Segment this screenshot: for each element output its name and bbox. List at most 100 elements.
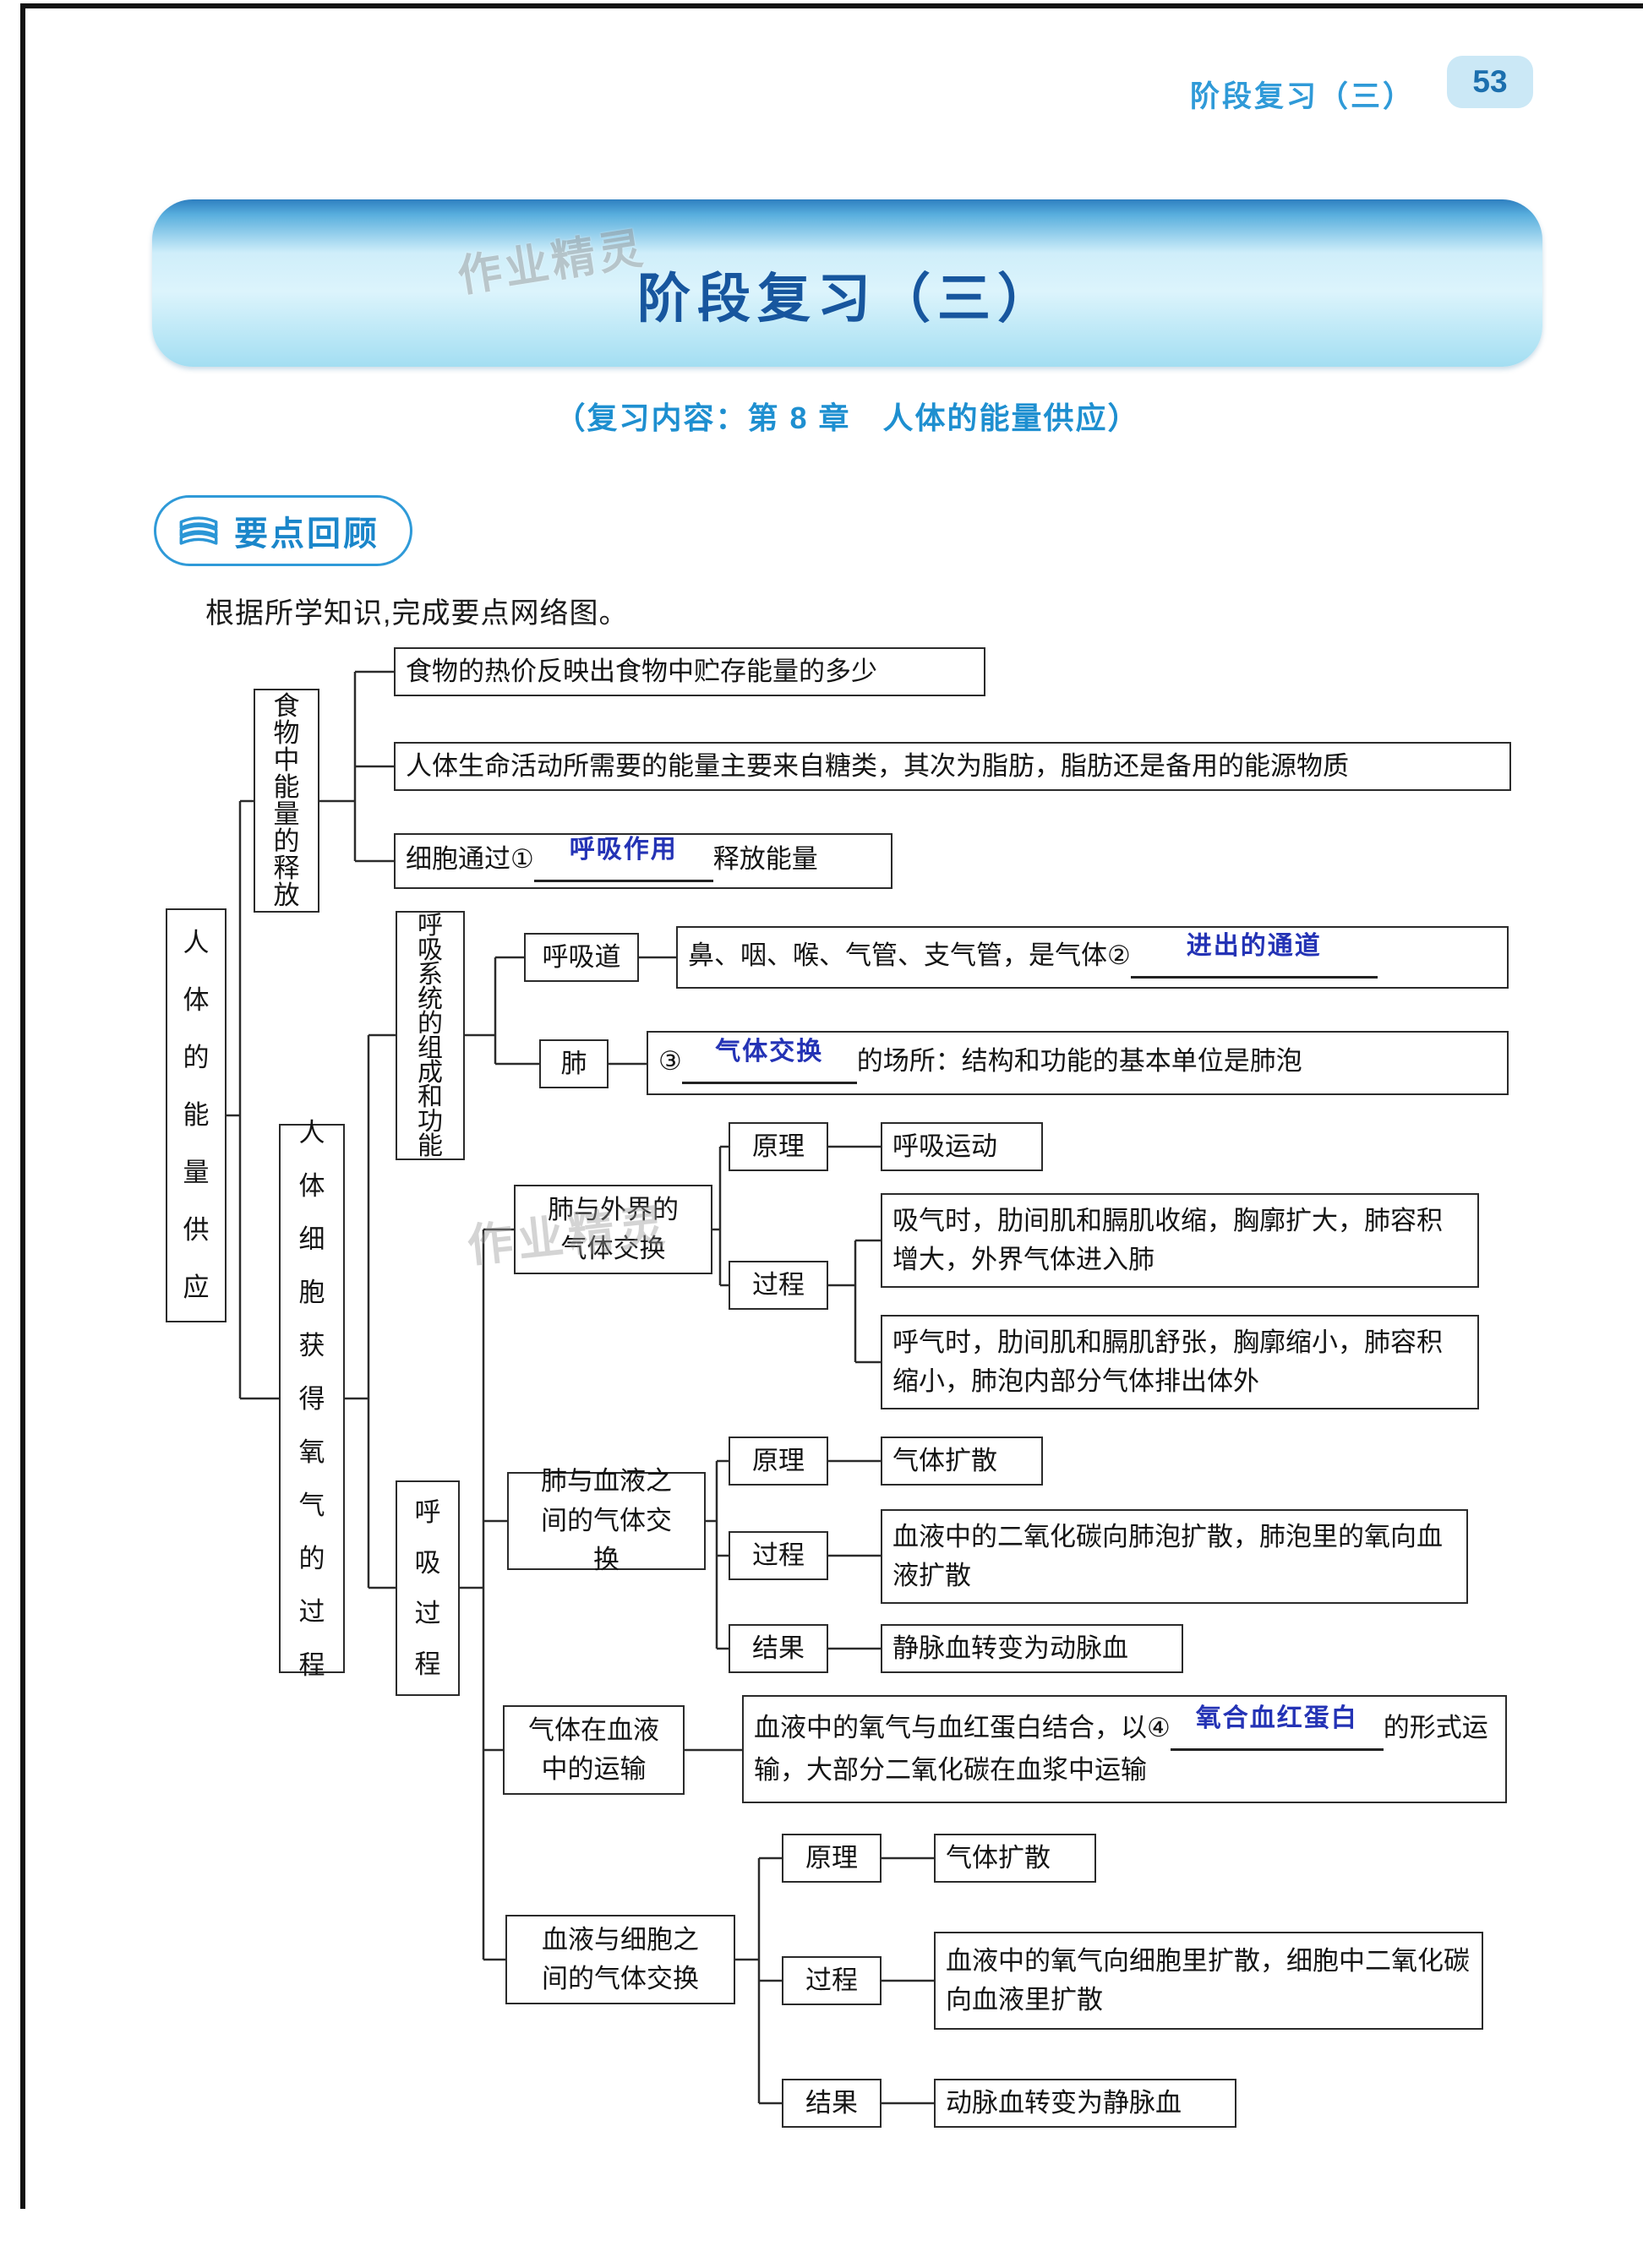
blank2-prefix: 鼻、咽、喉、气管、支气管，是气体② <box>688 940 1131 971</box>
node-text: 气体在血液中的运输 <box>528 1715 659 1785</box>
scan-edge-left <box>20 3 25 2209</box>
node-text: 原理 <box>752 1131 805 1161</box>
node-text: 静脉血转变为动脉血 <box>892 1633 1128 1663</box>
blank4-answer: 氧合血红蛋白 <box>1195 1704 1358 1732</box>
blank3-suffix: 的场所：结构和功能的基本单位是肺泡 <box>856 1046 1302 1077</box>
node-lung-blood-result-value: 静脉血转变为动脉血 <box>881 1624 1183 1673</box>
node-blood-cell-principle-value: 气体扩散 <box>934 1834 1096 1883</box>
node-root-label: 人体的能量供应 <box>183 928 210 1302</box>
node-lung: 肺 <box>539 1039 609 1088</box>
node-text: 过程 <box>752 1269 805 1300</box>
node-food-leaf-calorie: 食物的热价反映出食物中贮存能量的多少 <box>394 647 985 696</box>
node-text: 过程 <box>805 1965 858 1995</box>
node-text: 人体生命活动所需要的能量主要来自糖类，其次为脂肪，脂肪还是备用的能源物质 <box>406 750 1349 781</box>
connector-external <box>712 1145 881 1364</box>
scan-edge-top <box>20 3 1643 8</box>
node-blood-cell-process-value: 血液中的氧气向细胞里扩散，细胞中二氧化碳向血液里扩散 <box>934 1932 1483 2030</box>
node-text: 肺 <box>560 1048 587 1078</box>
node-branch-oxygen: 人体细胞获得氧气的过程 <box>279 1118 345 1680</box>
fill-blank-2: 进出的通道 <box>1130 932 1378 979</box>
node-text: 血液中的氧气向细胞里扩散，细胞中二氧化碳向血液里扩散 <box>946 1945 1470 2015</box>
node-text: 血液中的二氧化碳向肺泡扩散，肺泡里的氧向血液扩散 <box>892 1521 1443 1591</box>
node-blood-cell-exchange: 血液与细胞之间的气体交换 <box>505 1915 735 2004</box>
node-text: 呼气时，肋间肌和膈肌舒张，胸廓缩小，肺容积缩小，肺泡内部分气体排出体外 <box>892 1327 1443 1397</box>
node-blood-cell-result: 结果 <box>782 2079 882 2128</box>
node-text: 气体扩散 <box>946 1842 1051 1873</box>
node-lung-blood-process-value: 血液中的二氧化碳向肺泡扩散，肺泡里的氧向血液扩散 <box>881 1509 1468 1604</box>
node-resp-process: 呼吸过程 <box>396 1480 460 1696</box>
node-external-exchange: 肺与外界的气体交换 <box>514 1185 712 1274</box>
node-text: 结果 <box>805 2087 858 2118</box>
node-lung-leaf: ③ 气体交换 的场所：结构和功能的基本单位是肺泡 <box>647 1031 1509 1095</box>
node-text: 原理 <box>752 1445 805 1475</box>
node-gas-transport: 气体在血液中的运输 <box>503 1705 685 1795</box>
node-blood-cell-principle: 原理 <box>782 1834 882 1883</box>
node-food-leaf-source: 人体生命活动所需要的能量主要来自糖类，其次为脂肪，脂肪还是备用的能源物质 <box>394 742 1511 791</box>
watermark-text: 作业精灵 <box>454 223 650 303</box>
node-text: 吸气时，肋间肌和膈肌收缩，胸廓扩大，肺容积增大，外界气体进入肺 <box>892 1205 1443 1275</box>
section-badge: 要点回顾 <box>154 495 412 566</box>
node-branch-food-label: 食物中能量的释放 <box>273 690 300 910</box>
node-branch-food: 食物中能量的释放 <box>254 689 319 913</box>
node-airway-leaf: 鼻、咽、喉、气管、支气管，是气体② 进出的通道 <box>676 926 1509 989</box>
blank1-suffix: 释放能量 <box>712 844 818 875</box>
node-text: 动脉血转变为静脉血 <box>946 2087 1182 2118</box>
page-number: 53 <box>1472 64 1508 99</box>
node-text: 肺与血液之间的气体交换 <box>541 1466 672 1575</box>
node-blood-cell-result-value: 动脉血转变为静脉血 <box>934 2079 1236 2128</box>
node-text: 血液与细胞之间的气体交换 <box>542 1924 699 1994</box>
node-lung-blood-principle: 原理 <box>729 1437 828 1486</box>
section-badge-label: 要点回顾 <box>234 515 379 553</box>
blank1-answer: 呼吸作用 <box>569 836 678 864</box>
blank2-answer: 进出的通道 <box>1186 932 1322 961</box>
node-food-leaf-respiration: 细胞通过① 呼吸作用 释放能量 <box>394 833 892 889</box>
fill-blank-3: 气体交换 <box>681 1038 857 1084</box>
blank4-prefix: 血液中的氧气与血红蛋白结合，以④ <box>754 1713 1171 1742</box>
node-external-process: 过程 <box>729 1261 828 1310</box>
node-external-principle-value: 呼吸运动 <box>881 1122 1043 1171</box>
node-external-inhale: 吸气时，肋间肌和膈肌收缩，胸廓扩大，肺容积增大，外界气体进入肺 <box>881 1193 1479 1288</box>
node-text: 原理 <box>805 1842 858 1873</box>
node-lung-blood-principle-value: 气体扩散 <box>881 1437 1043 1486</box>
node-resp-system-label: 呼吸系统的组成和功能 <box>418 911 443 1160</box>
blank4-suffix: 的形式运输，大部分二氧化碳在血浆中运输 <box>754 1713 1488 1785</box>
node-external-principle: 原理 <box>729 1122 828 1171</box>
node-resp-process-label: 呼吸过程 <box>414 1497 441 1679</box>
node-airway: 呼吸道 <box>524 933 639 982</box>
connector-food <box>319 670 394 863</box>
review-scope-subtitle: （复习内容：第 8 章 人体的能量供应） <box>554 401 1140 435</box>
blank3-answer: 气体交换 <box>715 1038 824 1066</box>
node-blood-cell-process: 过程 <box>782 1956 882 2005</box>
node-text: 呼吸道 <box>542 941 621 972</box>
node-external-exhale: 呼气时，肋间肌和膈肌舒张，胸廓缩小，肺容积缩小，肺泡内部分气体排出体外 <box>881 1315 1479 1409</box>
blank1-prefix: 细胞通过① <box>406 844 534 875</box>
node-text: 气体扩散 <box>892 1445 997 1475</box>
running-title: 阶段复习（三） <box>1190 80 1416 113</box>
node-text: 血液中的氧气与血红蛋白结合，以④ 氧合血红蛋白的形式运输，大部分二氧化碳在血浆中运… <box>754 1704 1495 1790</box>
node-text: 鼻、咽、喉、气管、支气管，是气体② 进出的通道 <box>688 932 1378 979</box>
page-number-badge: 53 <box>1447 56 1533 108</box>
page-title: 阶段复习（三） <box>637 269 1057 329</box>
node-lung-blood-process: 过程 <box>729 1531 828 1580</box>
node-text: ③ 气体交换 的场所：结构和功能的基本单位是肺泡 <box>658 1038 1302 1084</box>
node-root: 人体的能量供应 <box>166 908 227 1322</box>
node-text: 结果 <box>752 1633 805 1663</box>
connector-resp-process <box>460 1228 514 1961</box>
node-text: 食物的热价反映出食物中贮存能量的多少 <box>406 656 877 686</box>
node-lung-blood-exchange: 肺与血液之间的气体交换 <box>507 1466 706 1574</box>
books-icon <box>179 516 218 545</box>
node-text: 细胞通过① 呼吸作用 释放能量 <box>406 836 818 882</box>
node-lung-blood-result: 结果 <box>729 1624 828 1673</box>
node-branch-oxygen-label: 人体细胞获得氧气的过程 <box>298 1117 325 1680</box>
chapter-banner: 作业精灵 阶段复习（三） <box>152 199 1542 367</box>
fill-blank-4: 氧合血红蛋白 <box>1170 1704 1384 1751</box>
node-resp-system: 呼吸系统的组成和功能 <box>396 911 465 1160</box>
node-text: 肺与外界的气体交换 <box>548 1194 679 1264</box>
fill-blank-1: 呼吸作用 <box>533 836 713 882</box>
blank3-prefix: ③ <box>658 1046 682 1077</box>
node-gas-transport-leaf: 血液中的氧气与血红蛋白结合，以④ 氧合血红蛋白的形式运输，大部分二氧化碳在血浆中运… <box>742 1695 1507 1803</box>
node-text: 过程 <box>752 1540 805 1570</box>
connector-oxygen <box>345 1033 396 1589</box>
node-text: 呼吸运动 <box>892 1131 997 1161</box>
